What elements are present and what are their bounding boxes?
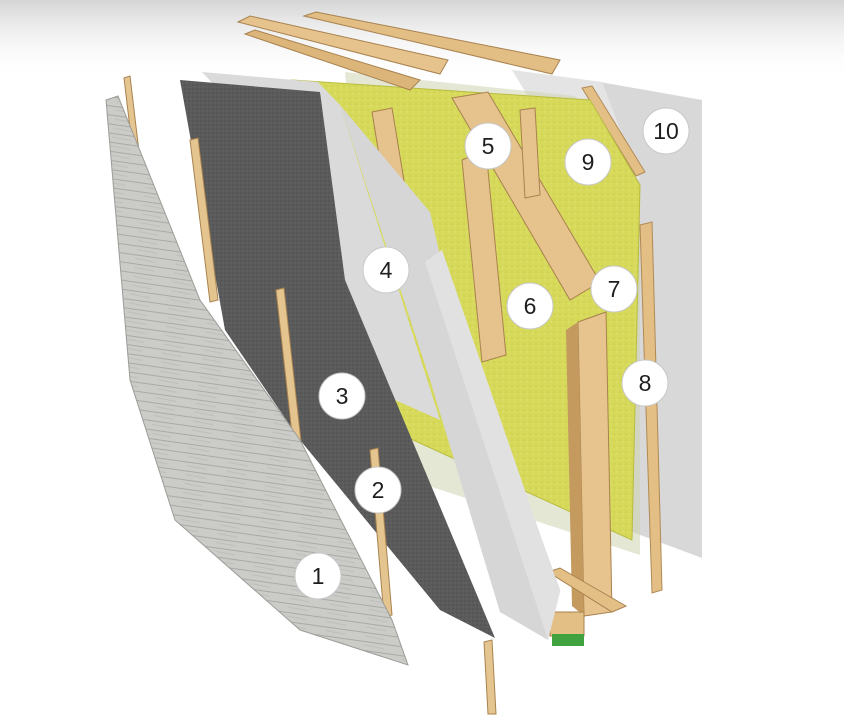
callout-circle (506, 282, 554, 330)
top-beam-1 (236, 15, 449, 75)
layer-4-sheathing-panel (425, 250, 560, 640)
layer-1-cladding (105, 95, 409, 666)
top-beam-3 (243, 29, 421, 91)
callout-label: 7 (608, 276, 621, 302)
callout-label: 5 (482, 133, 495, 159)
callout-1: 1 (294, 552, 342, 600)
callout-6: 6 (506, 282, 554, 330)
layer-2-batten-a (189, 137, 219, 303)
layer-7-stud-side (566, 322, 584, 616)
callout-circle (464, 122, 512, 170)
frame-base-green (552, 634, 584, 646)
layer-2-batten-d (483, 639, 497, 715)
callout-circle (362, 246, 410, 294)
callout-circle (318, 372, 366, 420)
layer-7-stud-front (577, 311, 613, 617)
callout-circle (621, 359, 669, 407)
callout-7: 7 (590, 265, 638, 313)
callout-label: 6 (524, 293, 537, 319)
callout-4: 4 (362, 246, 410, 294)
layer-8-batten (639, 221, 663, 594)
callout-2: 2 (354, 466, 402, 514)
frame-post-back (519, 107, 541, 199)
callout-circle (354, 466, 402, 514)
callout-3: 3 (318, 372, 366, 420)
callout-label: 2 (372, 477, 385, 503)
frame-base-block (549, 611, 585, 637)
callout-5: 5 (464, 122, 512, 170)
callout-circle (590, 265, 638, 313)
callout-group: 1 2 3 4 5 6 7 8 9 10 (294, 107, 690, 600)
frame-bottom-plate (546, 567, 628, 613)
callout-label: 1 (312, 563, 325, 589)
callout-10: 10 (642, 107, 690, 155)
callout-label: 8 (639, 370, 652, 396)
callout-label: 9 (582, 149, 595, 175)
layer-3-breather-membrane (180, 80, 495, 638)
layer-4-sheathing-upper (202, 72, 440, 420)
callout-label: 10 (653, 118, 679, 144)
top-beam-2 (302, 11, 561, 75)
callout-circle (294, 552, 342, 600)
callout-9: 9 (564, 138, 612, 186)
callout-circle (642, 107, 690, 155)
callout-circle (564, 138, 612, 186)
callout-label: 3 (336, 383, 349, 409)
callout-label: 4 (380, 257, 393, 283)
callout-8: 8 (621, 359, 669, 407)
